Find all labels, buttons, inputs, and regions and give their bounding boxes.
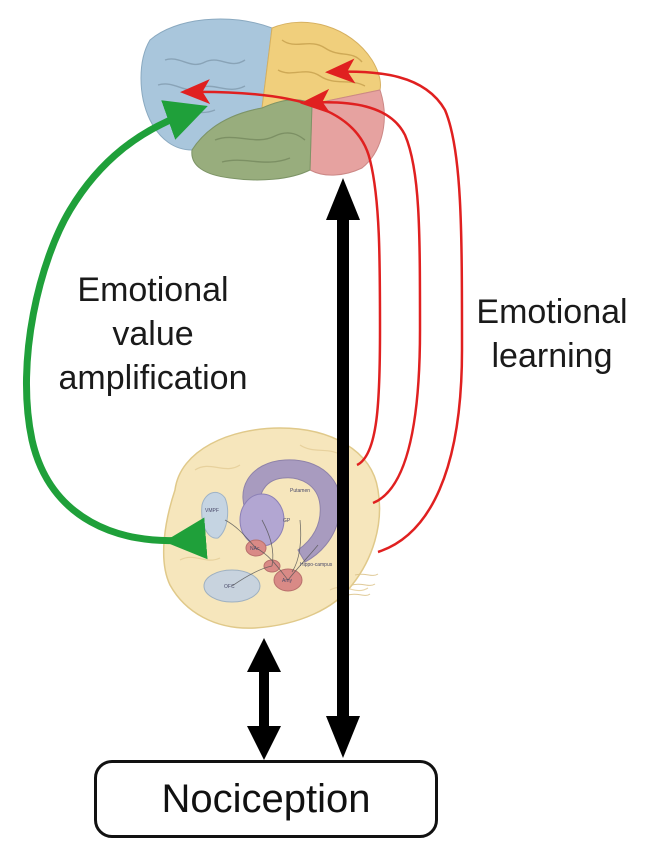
nociception-label: Nociception: [161, 777, 370, 822]
label-gp: GP: [283, 518, 291, 524]
amplification-line-2: value: [28, 312, 278, 356]
emotional-learning-label: Emotional learning: [462, 290, 642, 378]
emotional-value-amplification-label: Emotional value amplification: [28, 268, 278, 400]
label-amy: Amy: [282, 578, 293, 584]
nociception-box: Nociception: [94, 760, 438, 838]
label-putamen: Putamen: [290, 488, 310, 494]
learning-line-1: Emotional: [462, 290, 642, 334]
upper-brain: [141, 19, 384, 180]
label-vmpf: VMPF: [205, 508, 219, 514]
learning-line-2: learning: [462, 334, 642, 378]
label-ofc: OFC: [224, 584, 235, 590]
label-hippocampus: Hippo-campus: [300, 562, 333, 568]
amplification-line-1: Emotional: [28, 268, 278, 312]
amplification-line-3: amplification: [28, 356, 278, 400]
label-nac: NAc: [250, 546, 260, 552]
black-short-double-arrow: [247, 638, 281, 760]
